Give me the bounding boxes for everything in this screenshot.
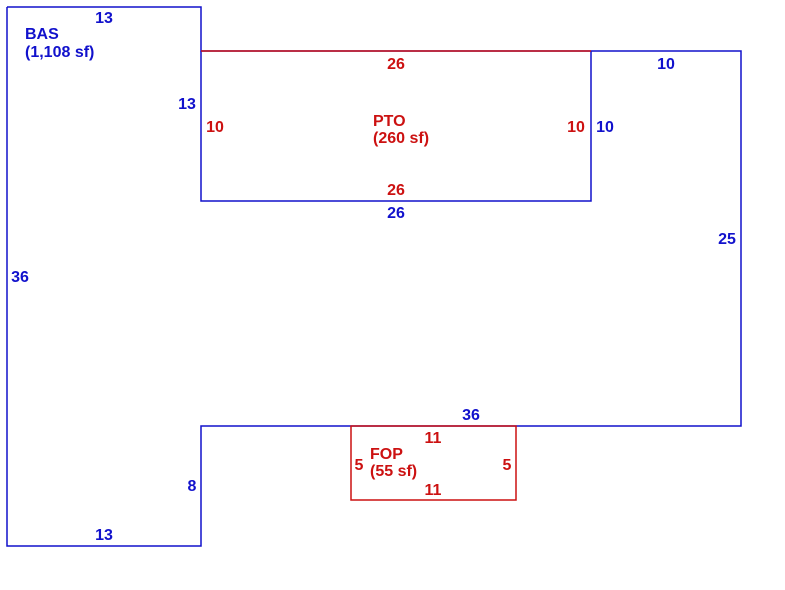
dim-pto-bottom: 26 [387,182,405,199]
dim-fop-right: 5 [503,457,512,474]
dim-pto-left: 10 [206,119,224,136]
dim-bas-right: 25 [718,231,736,248]
dim-bas-pto-right: 10 [596,119,614,136]
dim-pto-right: 10 [567,119,585,136]
fop-outline [350,425,517,501]
fop-code-label: FOP [370,446,403,463]
dim-bas-lower: 36 [462,407,480,424]
dim-bas-step: 8 [188,478,197,495]
dim-fop-bottom: 11 [425,482,442,499]
dim-fop-left: 5 [355,457,364,474]
dim-bas-pto-bottom: 26 [387,205,405,222]
dim-bas-top: 13 [95,10,113,27]
pto-area-label: (260 sf) [373,130,429,147]
fop-area-label: (55 sf) [370,463,417,480]
bas-area-label: (1,108 sf) [25,44,94,61]
dim-pto-top: 26 [387,56,405,73]
pto-code-label: PTO [373,113,406,130]
bas-outline [6,6,742,547]
dim-fop-top: 11 [425,430,442,447]
dim-bas-inner-left: 13 [178,96,196,113]
bas-pto-boundary [200,51,592,202]
bas-code-label: BAS [25,26,59,43]
dim-bas-top-right: 10 [657,56,675,73]
dim-bas-left: 36 [11,269,29,286]
dim-bas-bottom: 13 [95,527,113,544]
